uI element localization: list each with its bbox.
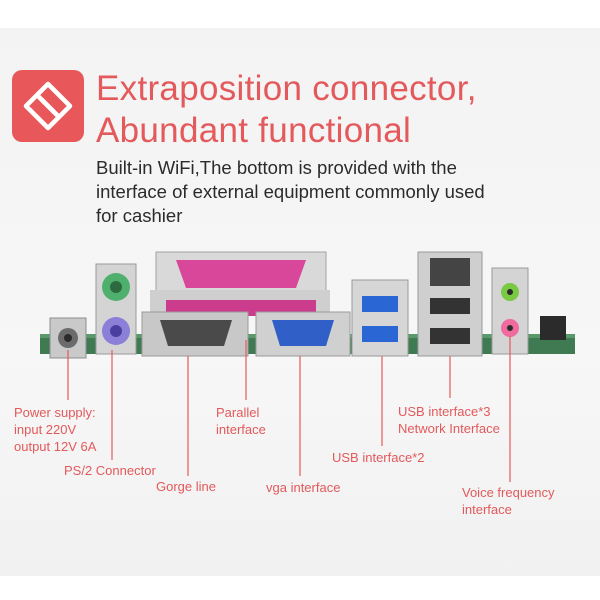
label-vga-interface: vga interface: [266, 480, 341, 495]
description-line: Built-in WiFi,The bottom is provided wit…: [96, 157, 457, 178]
page-title-line-1: Extraposition connector,: [96, 69, 477, 108]
label-usb2-interface: USB interface*2: [332, 450, 425, 465]
brand-logo: [12, 70, 84, 142]
label-parallel-interface: Parallel interface: [216, 405, 266, 437]
label-voice-frequency: Voice frequency interface: [462, 485, 555, 517]
usb2-stack: [351, 279, 409, 357]
description-line: for cashier: [96, 205, 183, 226]
network-usb3-stack: [417, 251, 483, 357]
label-power-supply: Power supply: input 220V output 12V 6A: [14, 405, 97, 454]
motherboard-io-illustration: [40, 251, 575, 359]
linked-chain-icon: [23, 81, 73, 131]
description-line: interface of external equipment commonly…: [96, 181, 485, 202]
serial-port: [141, 311, 249, 357]
page-title-line-2: Abundant functional: [96, 111, 412, 150]
label-gorge-line: Gorge line: [156, 479, 216, 494]
label-usb3-network: USB interface*3 Network Interface: [398, 404, 500, 436]
ps2-ports: [95, 263, 137, 355]
label-ps2-connector: PS/2 Connector: [64, 463, 156, 478]
vga-port: [255, 311, 351, 357]
description: Built-in WiFi,The bottom is provided wit…: [96, 156, 566, 228]
